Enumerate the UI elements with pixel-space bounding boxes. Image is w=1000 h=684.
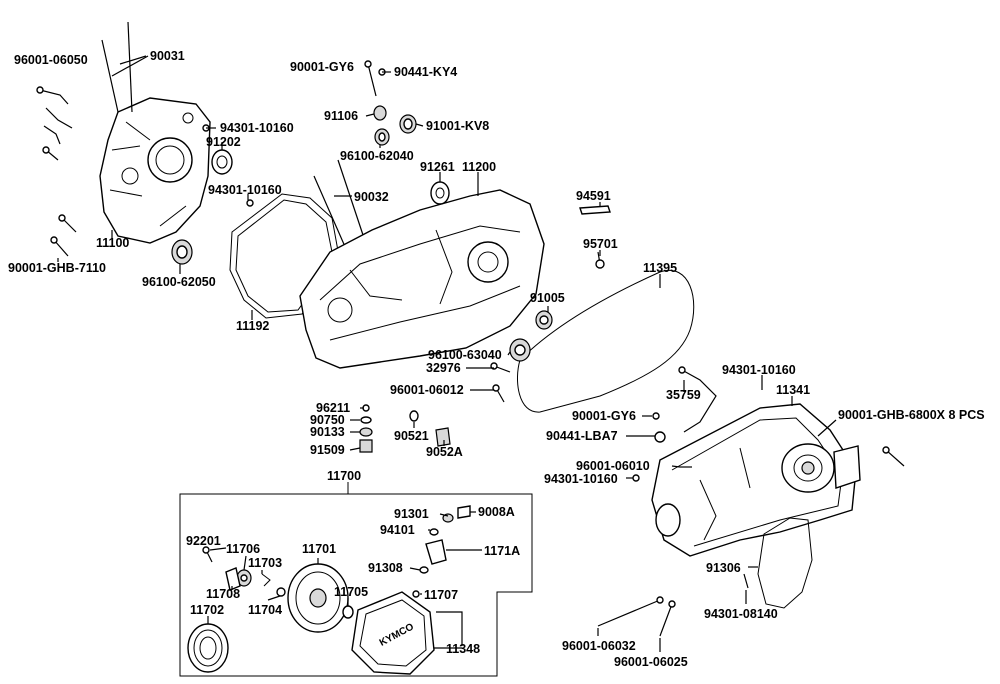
- seal-91261: [430, 181, 450, 205]
- label-11706: 11706: [226, 542, 260, 556]
- label-91106: 91106: [324, 109, 358, 123]
- part-94591: [579, 205, 611, 215]
- kickstart-parts: KYMCO: [187, 505, 471, 675]
- label-94301-08140: 94301-08140: [704, 607, 778, 621]
- label-90032: 90032: [354, 190, 389, 204]
- label-11100: 11100: [96, 236, 129, 250]
- label-90521: 90521: [394, 429, 429, 443]
- label-96001-06025: 96001-06025: [614, 655, 688, 669]
- label-11708: 11708: [206, 587, 240, 601]
- label-90031: 90031: [150, 49, 185, 63]
- label-11395: 11395: [643, 261, 677, 275]
- label-11702: 11702: [190, 603, 224, 617]
- label-11192: 11192: [236, 319, 269, 333]
- label-11200: 11200: [462, 160, 496, 174]
- label-96001-06010: 96001-06010: [576, 459, 650, 473]
- label-90001-gy6-a: 90001-GY6: [290, 60, 354, 74]
- label-94591: 94591: [576, 189, 611, 203]
- label-11348: 11348: [446, 642, 480, 656]
- clamp-90441-lba7: [654, 431, 666, 443]
- label-91301: 91301: [394, 507, 429, 521]
- label-96001-06012: 96001-06012: [390, 383, 464, 397]
- label-96100-63040: 96100-63040: [428, 348, 502, 362]
- label-91005: 91005: [530, 291, 565, 305]
- label-32976: 32976: [426, 361, 461, 375]
- bolt-96001-06025: [659, 603, 673, 637]
- label-91001-kv8: 91001-KV8: [426, 119, 489, 133]
- gasket-91306: [757, 517, 813, 609]
- label-90001-ghb-6800: 90001-GHB-6800X 8 PCS: [838, 408, 985, 422]
- pin-94301-b: [246, 199, 254, 207]
- label-94301-10160-a: 94301-10160: [220, 121, 294, 135]
- leader-lines: [57, 55, 837, 652]
- label-9008a: 9008A: [478, 505, 515, 519]
- hose-35759: [681, 369, 717, 433]
- label-9052a: 9052A: [426, 445, 463, 459]
- bolts-90001-ghb-7110: [50, 214, 77, 257]
- label-95701: 95701: [583, 237, 618, 251]
- bolt-90001-ghb-6800: [885, 449, 905, 467]
- label-92201: 92201: [186, 534, 221, 548]
- label-91202: 91202: [206, 135, 241, 149]
- pin-94301-08140: [743, 573, 749, 589]
- bearing-96100-62050: [171, 239, 193, 265]
- bolt-96001-06032: [597, 599, 661, 627]
- label-90133: 90133: [310, 425, 345, 439]
- label-94301-10160-b: 94301-10160: [208, 183, 282, 197]
- bolt-95701: [595, 251, 605, 269]
- seal-91202: [211, 149, 233, 175]
- label-11704: 11704: [248, 603, 282, 617]
- bolt-90001-gy6-b: [652, 412, 660, 420]
- part-labels: 96001-06050 90031 94301-10160 91202 9430…: [8, 49, 985, 669]
- label-11703: 11703: [248, 556, 282, 570]
- label-91306: 91306: [706, 561, 741, 575]
- label-11707: 11707: [424, 588, 458, 602]
- label-1171a: 1171A: [484, 544, 520, 558]
- top-small-parts: [364, 60, 417, 146]
- label-94301-10160-c: 94301-10160: [722, 363, 796, 377]
- label-96001-06050: 96001-06050: [14, 53, 88, 67]
- label-94101: 94101: [380, 523, 415, 537]
- label-91308: 91308: [368, 561, 403, 575]
- label-96211: 96211: [316, 401, 350, 415]
- label-90441-lba7: 90441-LBA7: [546, 429, 618, 443]
- label-35759: 35759: [666, 388, 701, 402]
- drain-parts: [359, 404, 451, 453]
- label-90001-gy6-b: 90001-GY6: [572, 409, 636, 423]
- label-11341: 11341: [776, 383, 810, 397]
- label-94301-10160-d: 94301-10160: [544, 472, 618, 486]
- bolts-96001-06050: [36, 86, 73, 161]
- right-crankcase: [299, 189, 545, 369]
- studs-90031: [101, 21, 149, 113]
- label-11701: 11701: [302, 542, 336, 556]
- label-91261: 91261: [420, 160, 455, 174]
- group-box-11700: [179, 493, 533, 677]
- gasket-11395: [517, 269, 695, 413]
- label-96100-62050: 96100-62050: [142, 275, 216, 289]
- label-90001-ghb-7110: 90001-GHB-7110: [8, 261, 106, 275]
- label-96001-06032: 96001-06032: [562, 639, 636, 653]
- label-91509: 91509: [310, 443, 345, 457]
- left-crankcase: [99, 97, 211, 244]
- label-96100-62040: 96100-62040: [340, 149, 414, 163]
- stud-90032-b: [337, 159, 367, 245]
- label-11705: 11705: [334, 585, 368, 599]
- label-90441-ky4: 90441-KY4: [394, 65, 457, 79]
- label-11700: 11700: [327, 469, 361, 483]
- label-90750: 90750: [310, 413, 345, 427]
